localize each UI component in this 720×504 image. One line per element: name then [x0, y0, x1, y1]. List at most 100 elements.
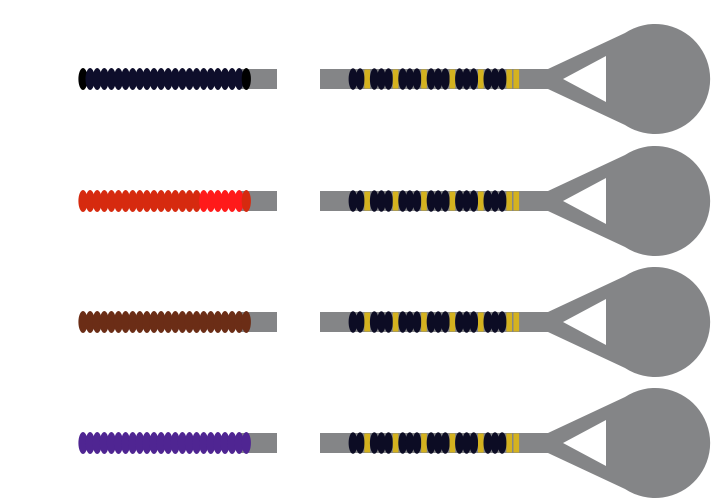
left-wrap-segment: [220, 311, 230, 333]
left-wrap-segment: [206, 311, 216, 333]
left-wrap-segment: [121, 68, 131, 90]
wrap-segment: [426, 190, 436, 212]
right-assembly-loop-2: [320, 145, 711, 256]
left-wrap-segment: [92, 68, 102, 90]
accent-band: [392, 312, 399, 332]
left-wrap-segment: [113, 190, 124, 212]
left-wrap-segment: [192, 432, 202, 454]
left-wrap-segment: [142, 68, 152, 90]
accent-band: [449, 69, 456, 89]
wrap-segment: [469, 68, 479, 90]
left-wrap-segment: [163, 190, 173, 212]
accent-band: [513, 69, 520, 89]
accent-band: [513, 312, 520, 332]
wrap-segment: [469, 190, 479, 212]
left-wrap-segment: [184, 68, 195, 90]
left-wrap-segment: [106, 190, 116, 212]
left-wrap-segment: [128, 68, 138, 90]
wrap-segment: [348, 311, 358, 333]
left-wrap-segment: [121, 311, 131, 333]
left-wrap-segment: [113, 311, 124, 333]
left-wrap-segment: [99, 190, 109, 212]
left-wrap-segment: [220, 190, 230, 212]
wrap-segment: [433, 190, 443, 212]
left-wrap-segment: [106, 311, 116, 333]
accent-band: [421, 433, 427, 453]
wrap-segment: [405, 432, 415, 454]
loop-head: [548, 388, 711, 498]
wrap-segment: [412, 68, 422, 90]
left-wrap-segment: [177, 311, 187, 333]
left-assembly-red: [78, 190, 277, 212]
wrap-segment: [369, 68, 379, 90]
wrap-segment: [398, 311, 408, 333]
wrap-segment: [469, 311, 479, 333]
loop-head: [548, 145, 711, 256]
accent-band: [449, 191, 456, 211]
left-wrap-segment: [142, 311, 152, 333]
left-wrap-segment: [128, 432, 138, 454]
wrap-segment: [497, 311, 507, 333]
loop-eye-cutout: [563, 420, 606, 466]
left-wrap-segment: [234, 311, 244, 333]
left-wrap-segment: [128, 190, 138, 212]
wrap-segment: [355, 190, 365, 212]
left-wrap-segment: [199, 68, 209, 90]
wrap-segment: [497, 68, 507, 90]
wrap-segment: [455, 68, 464, 90]
accent-band: [513, 433, 520, 453]
left-wrap-segment: [85, 432, 95, 454]
left-wrap-segment: [199, 432, 209, 454]
wrap-segment: [412, 432, 422, 454]
left-wrap-segment: [142, 190, 152, 212]
wrap-segment: [455, 311, 464, 333]
left-wrap-segment: [177, 68, 187, 90]
wrap-segment: [497, 432, 507, 454]
left-wrap-segment: [99, 311, 109, 333]
accent-band: [364, 433, 370, 453]
right-assembly-loop-1: [320, 23, 711, 134]
left-wrap-segment: [234, 432, 244, 454]
left-wrap-segment: [163, 68, 173, 90]
wrap-segment: [433, 311, 443, 333]
accent-band: [478, 191, 484, 211]
wrap-segment: [440, 432, 450, 454]
left-wrap-segment: [170, 311, 180, 333]
wrap-segment: [462, 432, 471, 454]
wrap-segment: [377, 190, 386, 212]
left-wrap-segment: [234, 68, 244, 90]
left-wrap-segment: [192, 311, 202, 333]
accent-band: [449, 312, 456, 332]
left-wrap-segment: [220, 432, 230, 454]
accent-band: [478, 69, 484, 89]
left-wrap-segment: [78, 68, 88, 90]
left-wrap-segment: [149, 432, 159, 454]
right-assembly-loop-3: [320, 267, 711, 378]
loop-head: [548, 23, 711, 134]
wrap-segment: [384, 190, 393, 212]
left-wrap-segment: [92, 190, 102, 212]
wrap-segment: [483, 432, 493, 454]
left-wrap-segment: [121, 190, 131, 212]
left-assembly-purple: [78, 432, 277, 454]
accent-band: [449, 433, 456, 453]
left-wrap-segment: [78, 311, 88, 333]
wrap-segment: [490, 190, 500, 212]
wrap-segment: [440, 190, 450, 212]
wrap-segment: [355, 432, 365, 454]
left-wrap-segment: [99, 432, 109, 454]
left-wrap-segment: [106, 68, 116, 90]
wrap-segment: [377, 311, 386, 333]
accent-band: [392, 433, 399, 453]
left-wrap-segment: [121, 432, 131, 454]
wrap-segment: [355, 311, 365, 333]
accent-band: [392, 69, 399, 89]
wrap-segment: [348, 68, 358, 90]
accent-band: [513, 191, 520, 211]
left-wrap-segment: [227, 68, 237, 90]
left-wrap-segment: [241, 311, 251, 333]
wrap-segment: [384, 68, 393, 90]
accent-band: [421, 69, 427, 89]
left-wrap-segment: [241, 432, 251, 454]
wrap-segment: [412, 311, 422, 333]
